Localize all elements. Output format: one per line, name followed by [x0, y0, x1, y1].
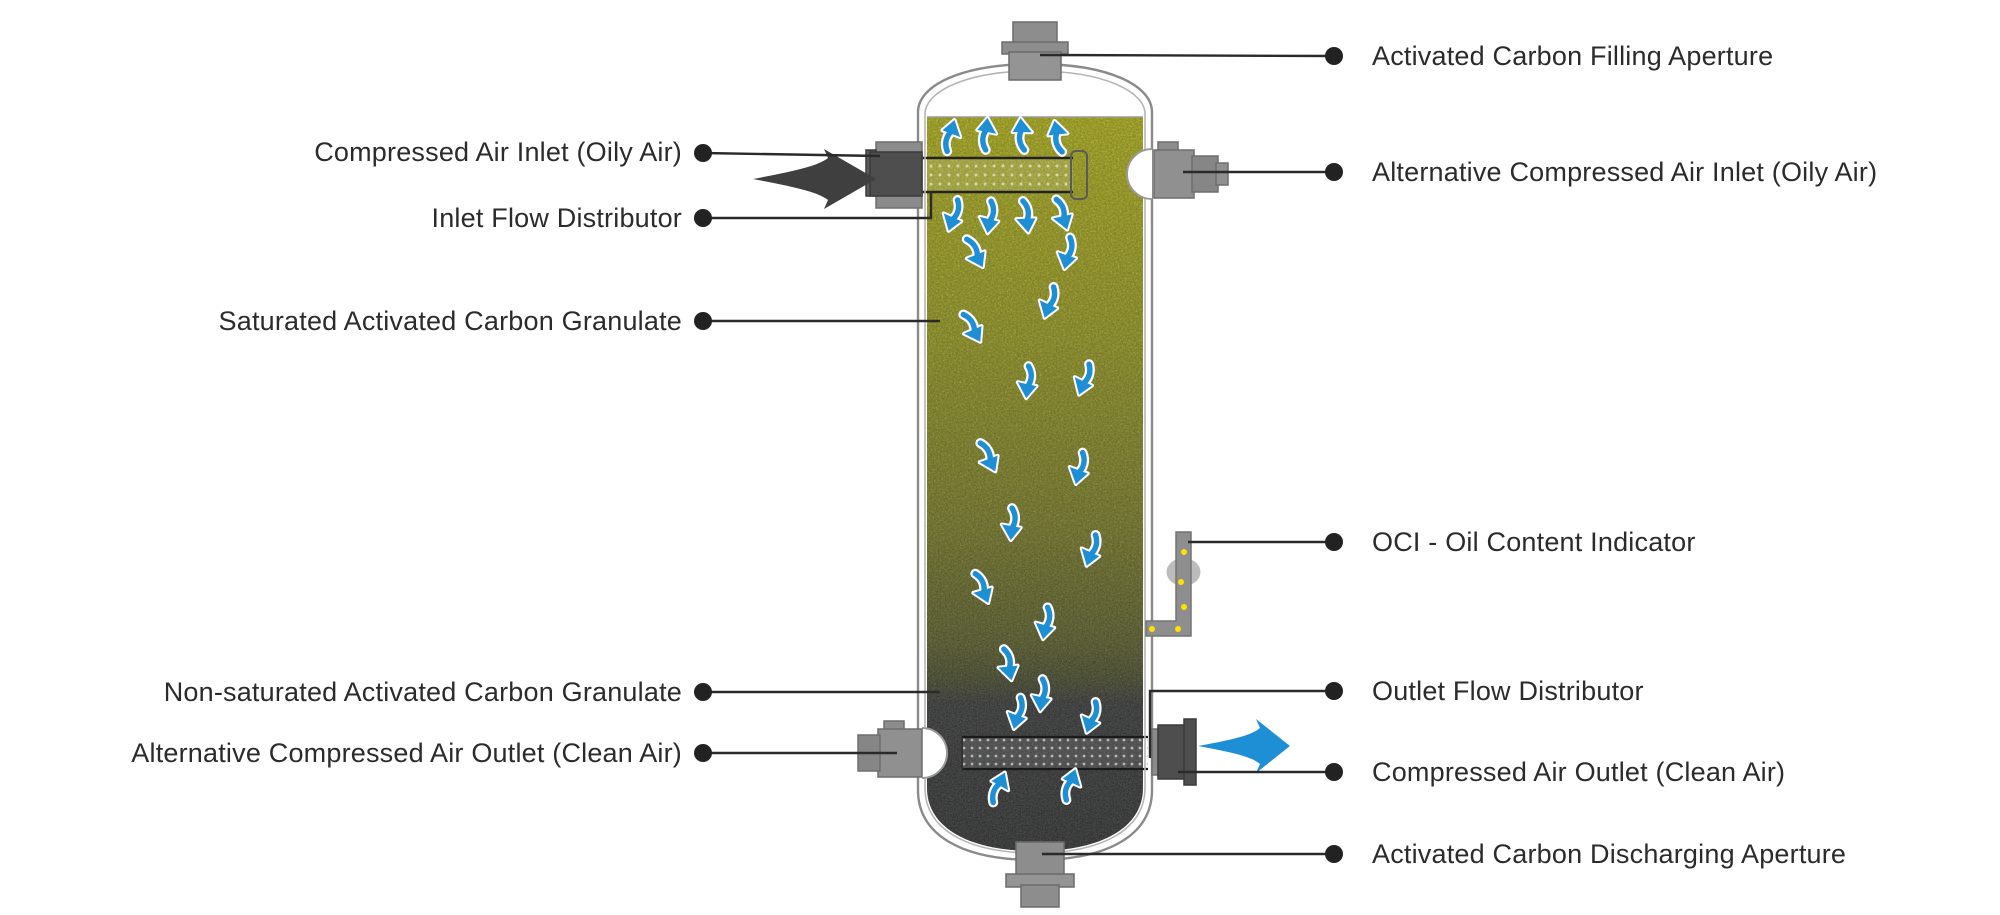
- vessel-shell: [916, 62, 1154, 862]
- label-outlet-flow-distributor: Outlet Flow Distributor: [1372, 676, 1644, 706]
- label-compressed-air-inlet: Compressed Air Inlet (Oily Air): [314, 137, 682, 167]
- label-inlet-flow-distributor: Inlet Flow Distributor: [431, 203, 682, 233]
- outlet-fitting-right: [1151, 718, 1197, 786]
- inlet-fitting-right-alternative: [1126, 141, 1229, 200]
- label-oci-indicator: OCI - Oil Content Indicator: [1372, 527, 1696, 557]
- discharging-aperture-cap: [1005, 841, 1075, 908]
- label-non-saturated-carbon: Non-saturated Activated Carbon Granulate: [163, 677, 682, 707]
- oci-pipe: [1145, 531, 1201, 637]
- outlet-air-arrow: [1198, 719, 1290, 773]
- outlet-flow-distributor: [961, 735, 1148, 771]
- callout-dots: [694, 47, 1343, 863]
- callout-lines: [702, 53, 1335, 856]
- label-alternative-air-inlet: Alternative Compressed Air Inlet (Oily A…: [1372, 157, 1878, 187]
- label-compressed-air-outlet: Compressed Air Outlet (Clean Air): [1372, 757, 1786, 787]
- inlet-air-arrow: [753, 149, 876, 209]
- oci-oil-droplets: [1149, 549, 1187, 632]
- label-filling-aperture: Activated Carbon Filling Aperture: [1372, 41, 1774, 71]
- label-alternative-air-outlet: Alternative Compressed Air Outlet (Clean…: [131, 738, 682, 768]
- inlet-flow-distributor: [922, 150, 1088, 200]
- filling-aperture-cap: [1001, 21, 1069, 81]
- carbon-granulate-bed: [927, 116, 1143, 851]
- inlet-fitting-left: [865, 141, 923, 209]
- label-saturated-carbon: Saturated Activated Carbon Granulate: [218, 306, 682, 336]
- label-discharging-aperture: Activated Carbon Discharging Aperture: [1372, 839, 1847, 869]
